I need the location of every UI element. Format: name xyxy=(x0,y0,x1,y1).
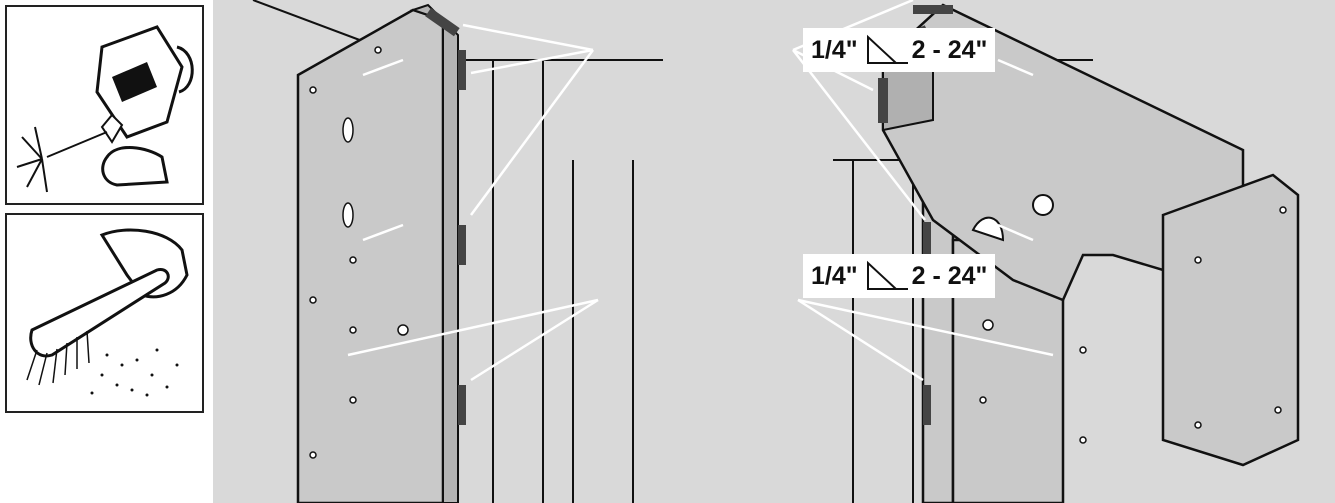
brush-cleanup-icon xyxy=(26,228,189,397)
weld-callout-bottom: 1/4" 2 - 24" xyxy=(803,254,996,298)
weld-pitch-label: 2 - 24" xyxy=(911,35,988,64)
weld-callout-top: 1/4" 2 - 24" xyxy=(803,28,996,72)
fillet-weld-symbol-icon xyxy=(866,34,908,64)
welding-icon-panel xyxy=(5,5,204,205)
weld-size-label: 1/4" xyxy=(811,35,858,64)
weld-pitch-label: 2 - 24" xyxy=(911,261,988,290)
fillet-weld-symbol-icon xyxy=(866,260,908,290)
brush-cleanup-icon-panel xyxy=(5,213,204,413)
weld-assembly-diagram: 1/4" 2 - 24" 1/4" 2 - 24" xyxy=(213,0,1335,503)
weld-size-label: 1/4" xyxy=(811,261,858,290)
welding-icon xyxy=(16,25,194,193)
assembly-drawing xyxy=(252,0,1300,503)
